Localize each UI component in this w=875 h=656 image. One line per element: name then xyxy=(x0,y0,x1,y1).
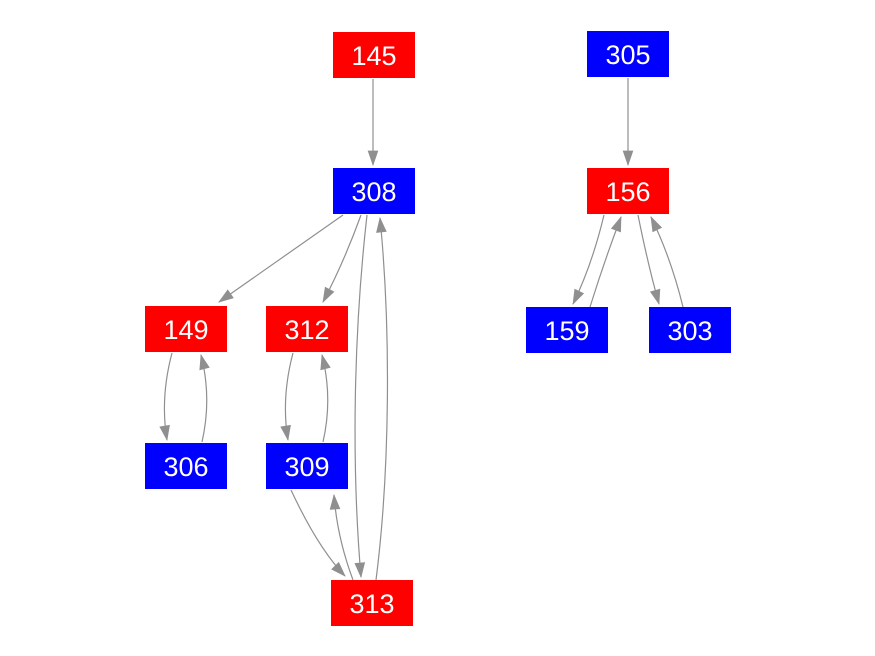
edge-313-308 xyxy=(375,216,389,581)
graph-node-145: 145 xyxy=(333,32,415,78)
node-label-313: 313 xyxy=(349,589,394,619)
graph-node-159: 159 xyxy=(526,307,608,353)
graph-node-306: 306 xyxy=(145,443,227,489)
edge-159-156 xyxy=(589,216,622,308)
node-label-159: 159 xyxy=(544,316,589,346)
node-box-149 xyxy=(145,306,227,352)
edge-303-156 xyxy=(650,216,684,308)
graph-node-313: 313 xyxy=(331,580,413,626)
edge-308-313 xyxy=(354,214,368,579)
edge-313-309 xyxy=(329,493,354,581)
edge-309-312 xyxy=(320,353,331,443)
node-box-145 xyxy=(333,32,415,78)
node-label-305: 305 xyxy=(605,40,650,70)
node-label-309: 309 xyxy=(284,452,329,482)
node-box-309 xyxy=(266,443,348,489)
node-label-303: 303 xyxy=(667,316,712,346)
edge-156-303 xyxy=(637,214,661,306)
node-box-303 xyxy=(649,307,731,353)
node-label-145: 145 xyxy=(351,41,396,71)
node-box-308 xyxy=(333,168,415,214)
graph-node-303: 303 xyxy=(649,307,731,353)
edge-312-309 xyxy=(280,352,294,442)
node-label-149: 149 xyxy=(163,315,208,345)
edge-149-306 xyxy=(159,352,173,442)
node-label-308: 308 xyxy=(351,177,396,207)
graph-node-156: 156 xyxy=(587,168,669,214)
node-box-306 xyxy=(145,443,227,489)
edge-306-149 xyxy=(199,353,210,443)
graph-node-309: 309 xyxy=(266,443,348,489)
node-box-313 xyxy=(331,580,413,626)
node-label-306: 306 xyxy=(163,452,208,482)
node-label-312: 312 xyxy=(284,315,329,345)
graph-node-305: 305 xyxy=(587,31,669,77)
edge-308-312 xyxy=(322,214,362,303)
edge-308-149 xyxy=(218,214,344,303)
node-box-159 xyxy=(526,307,608,353)
edge-309-313 xyxy=(290,489,346,577)
graph-node-149: 149 xyxy=(145,306,227,352)
node-label-156: 156 xyxy=(605,177,650,207)
node-box-305 xyxy=(587,31,669,77)
graph-node-312: 312 xyxy=(266,306,348,352)
node-box-312 xyxy=(266,306,348,352)
graph-node-308: 308 xyxy=(333,168,415,214)
node-layer: 145 308 149 312 306 309 313 305 156 159 303 xyxy=(145,31,731,626)
edge-156-159 xyxy=(572,214,605,305)
node-box-156 xyxy=(587,168,669,214)
edge-layer xyxy=(159,78,684,581)
